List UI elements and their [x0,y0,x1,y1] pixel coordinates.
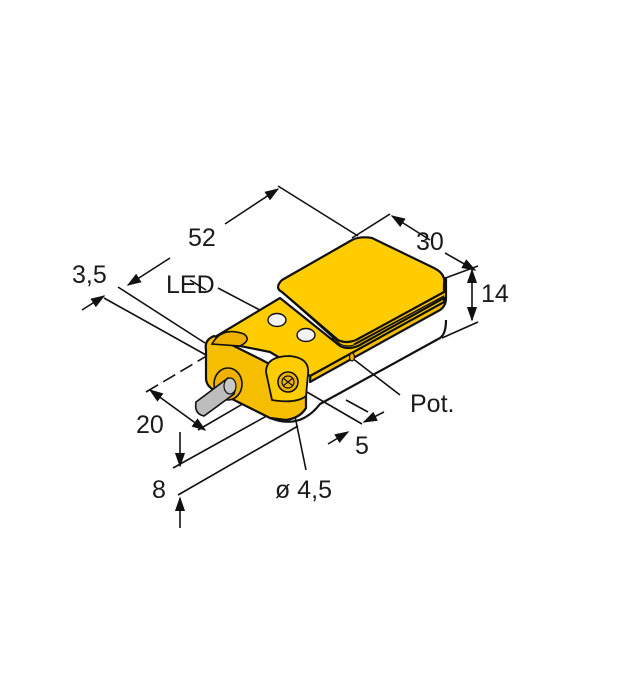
led-callout-label: LED [166,271,215,299]
dim-width-label: 30 [416,228,444,256]
dim-cable-offset-label: 20 [136,411,164,439]
potentiometer-hole [348,352,356,362]
dim-screw-offset-label: 5 [355,432,369,460]
pot-callout-label: Pot. [410,390,454,418]
sensor-housing [204,236,448,423]
dim-step-label: 3,5 [72,261,107,289]
dimension-lines [81,185,479,528]
dim-cable-height-label: 8 [152,476,166,504]
led-window-2 [296,327,316,343]
cable [194,367,243,417]
housing-top-block [276,236,446,344]
dim-hole-diameter-label: ø 4,5 [275,476,332,504]
mounting-notch [210,330,248,347]
led-window-1 [267,312,287,328]
dim-height-label: 14 [481,280,509,308]
dim-length-label: 52 [188,224,216,252]
